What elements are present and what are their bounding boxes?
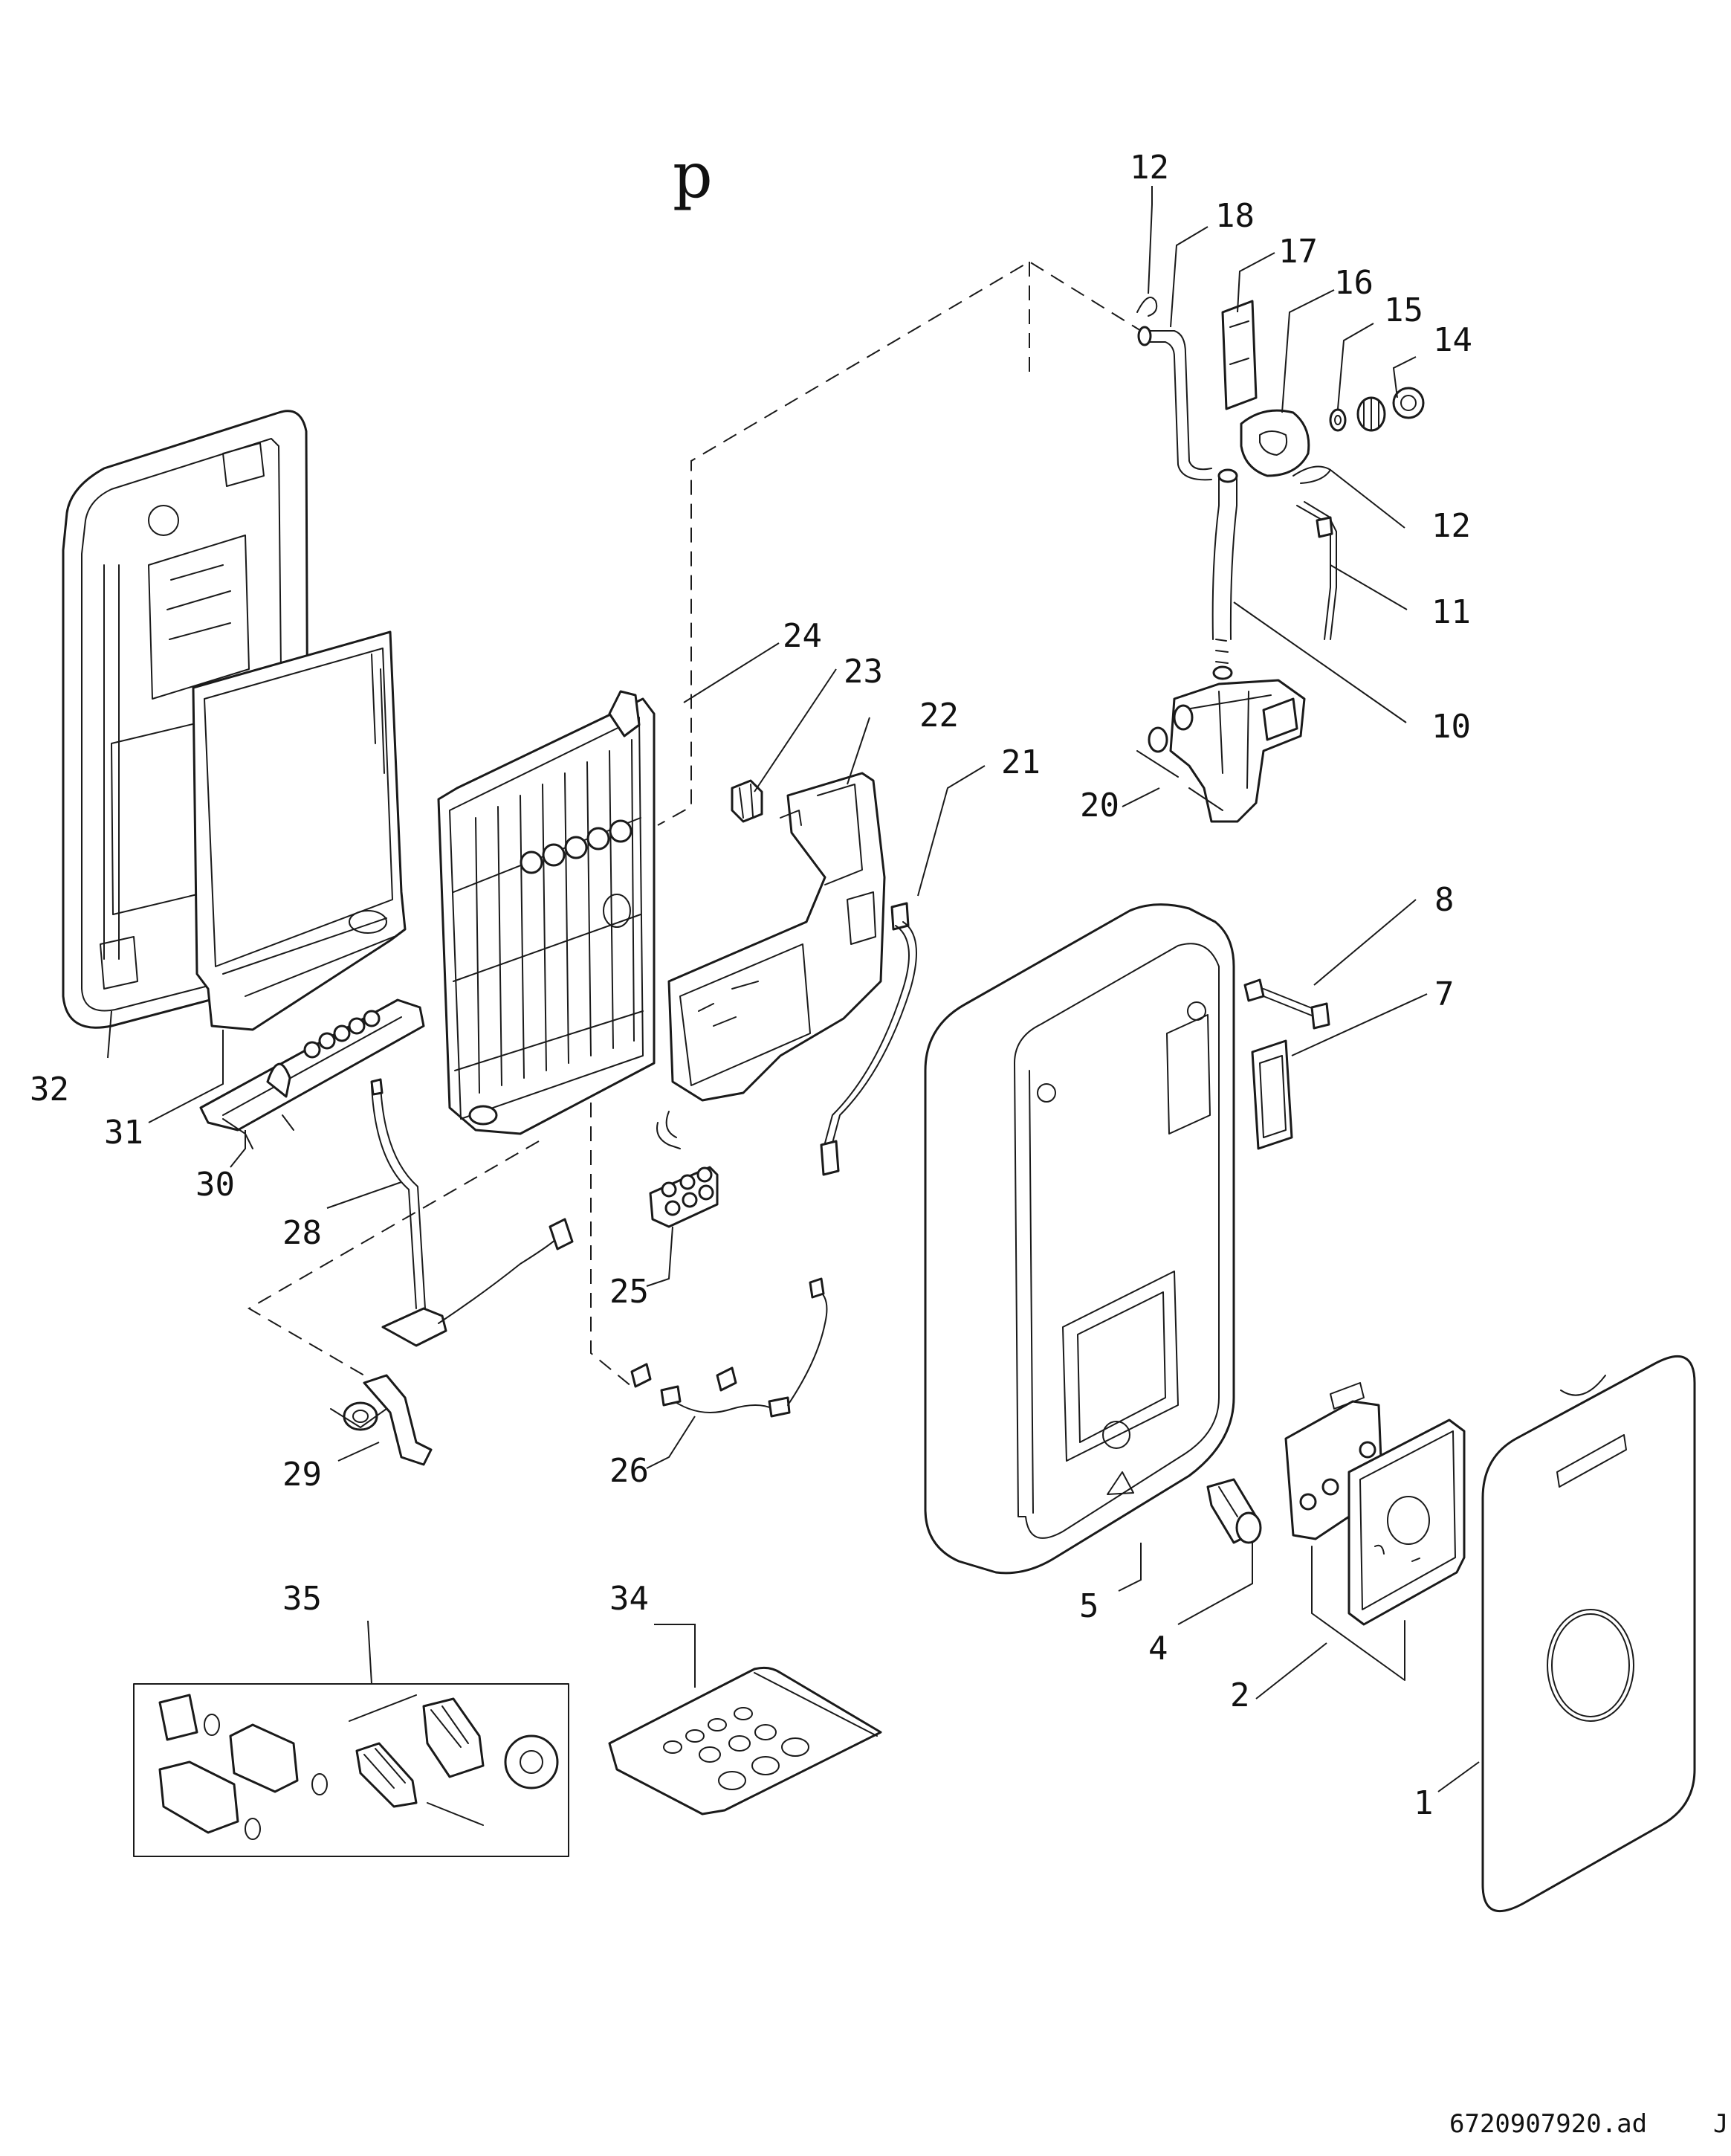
callout-11: 11 bbox=[1431, 593, 1471, 631]
callout-30: 30 bbox=[195, 1166, 235, 1204]
part-1-front-panel bbox=[1481, 1355, 1696, 1912]
part-20-flow-valve bbox=[1136, 679, 1306, 823]
callout-1: 1 bbox=[1414, 1784, 1434, 1822]
part-17-bracket bbox=[1221, 300, 1258, 410]
part-14-filter-nut bbox=[1356, 387, 1425, 432]
callout-23: 23 bbox=[844, 653, 883, 691]
part-26-sensor-cable bbox=[630, 1277, 828, 1418]
callout-15: 15 bbox=[1384, 291, 1423, 329]
part-31-back-plate bbox=[192, 630, 407, 1031]
part-7-cover-insert bbox=[1251, 1039, 1293, 1150]
part-12-clip-upper bbox=[1136, 297, 1158, 317]
part-10-corrugated-hose bbox=[1211, 468, 1238, 680]
callout-25: 25 bbox=[609, 1273, 649, 1311]
callout-17: 17 bbox=[1278, 233, 1318, 271]
callout-34: 34 bbox=[609, 1580, 649, 1618]
leader-lines bbox=[107, 186, 1480, 1792]
callout-2: 2 bbox=[1230, 1676, 1250, 1714]
callout-18: 18 bbox=[1215, 197, 1255, 235]
callout-12-upper: 12 bbox=[1130, 149, 1169, 187]
part-24-heating-block bbox=[437, 690, 656, 1135]
callout-32: 32 bbox=[30, 1071, 69, 1108]
callout-29: 29 bbox=[282, 1456, 322, 1494]
part-21-wiring-harness bbox=[820, 902, 917, 1176]
part-4-knob bbox=[1206, 1478, 1262, 1544]
part-15-washer bbox=[1329, 408, 1347, 432]
part-29-pipe-elbow bbox=[330, 1374, 433, 1466]
drawing-code: 6720907920.ad bbox=[1449, 2109, 1647, 2139]
part-2-display-board bbox=[1284, 1382, 1466, 1681]
callout-8: 8 bbox=[1434, 881, 1455, 919]
callout-24: 24 bbox=[783, 617, 822, 655]
callout-12-lower: 12 bbox=[1431, 507, 1471, 545]
part-16-valve-body bbox=[1240, 409, 1310, 477]
callout-21: 21 bbox=[1001, 743, 1041, 781]
part-11-sensor-wire bbox=[1296, 501, 1337, 640]
callout-4: 4 bbox=[1148, 1630, 1168, 1668]
callout-35: 35 bbox=[282, 1580, 322, 1618]
part-34-seal-bag bbox=[608, 1666, 882, 1816]
drawing-revision: J bbox=[1713, 2109, 1728, 2139]
part-12-clip-lower bbox=[1292, 465, 1331, 484]
callout-labels: 1 2 4 5 7 8 10 11 12 12 14 15 16 17 18 2… bbox=[30, 149, 1472, 1822]
callout-5: 5 bbox=[1079, 1587, 1099, 1625]
callout-7: 7 bbox=[1434, 975, 1455, 1013]
part-8-cable-connector bbox=[1243, 978, 1330, 1030]
part-5-housing-cover bbox=[924, 903, 1235, 1575]
callout-16: 16 bbox=[1334, 264, 1374, 302]
part-18-bent-pipe bbox=[1137, 326, 1212, 481]
part-22-control-module bbox=[656, 772, 886, 1149]
callout-14: 14 bbox=[1433, 321, 1472, 359]
callout-22: 22 bbox=[919, 697, 959, 735]
callout-20: 20 bbox=[1080, 787, 1119, 824]
callout-26: 26 bbox=[609, 1452, 649, 1490]
part-30-terminal-plate bbox=[199, 998, 425, 1149]
callout-28: 28 bbox=[282, 1214, 322, 1252]
diagram-title-letter: p bbox=[673, 139, 713, 212]
part-35-fittings-kit bbox=[133, 1683, 569, 1857]
callout-10: 10 bbox=[1431, 708, 1471, 746]
part-25-terminal-block bbox=[649, 1166, 719, 1228]
part-28-hose bbox=[370, 1078, 574, 1347]
callout-31: 31 bbox=[104, 1114, 143, 1152]
